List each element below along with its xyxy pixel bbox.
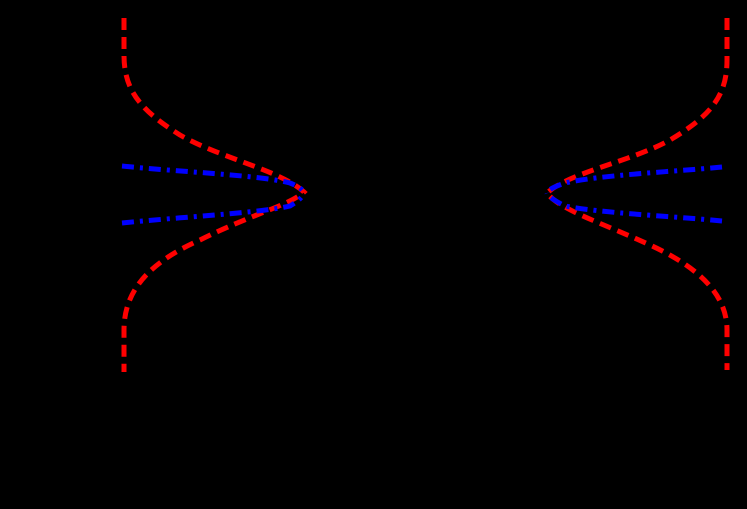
right-inner-bottom-curve	[544, 191, 723, 224]
left-inner-top-curve	[121, 163, 307, 194]
left-lobe	[121, 18, 308, 372]
right-lobe	[543, 18, 730, 370]
left-outer-curve	[121, 18, 308, 372]
right-inner-top-curve	[544, 164, 723, 195]
right-outer-curve	[543, 18, 730, 370]
